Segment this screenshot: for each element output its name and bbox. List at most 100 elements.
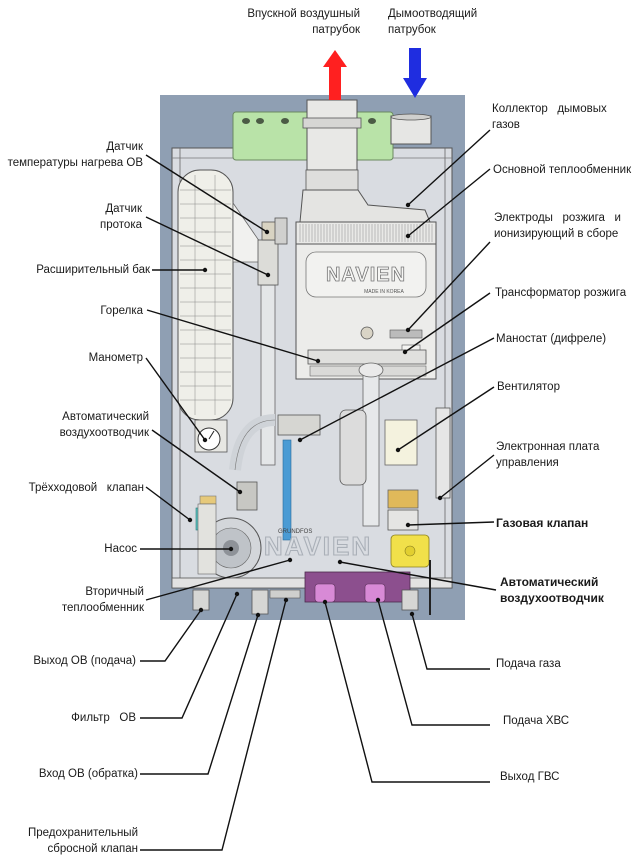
label-line: Впускной воздушный (247, 8, 360, 20)
label-flue-collector: Коллектор дымовых газов (492, 101, 607, 133)
leader-gas-valve-dot (405, 522, 411, 528)
label-line: Дымоотводящий (388, 8, 478, 20)
air-intake-pipe (302, 99, 362, 191)
label-ch-supply: Выход ОВ (подача) (33, 653, 136, 669)
label-hot-water: Выход ГВС (500, 769, 559, 785)
leader-ignition-transformer (404, 292, 491, 353)
leader-ch-filter (140, 593, 238, 719)
leader-air-vent-right-dot (337, 559, 343, 565)
label-line: Выход ГВС (500, 771, 560, 783)
leader-three-way-valve (145, 486, 191, 521)
expansion-tank (177, 169, 234, 421)
label-ch-return: Вход ОВ (обратка) (39, 766, 138, 782)
label-flue-outlet: Дымоотводящий патрубок (388, 6, 477, 38)
label-line: патрубок (388, 24, 436, 36)
leader-control-board-dot (437, 495, 443, 501)
leader-gas-valve (407, 521, 495, 526)
leader-manometer-dot (202, 437, 208, 443)
label-line: Расширительный бак (36, 264, 150, 276)
leader-manostat-dot (297, 437, 303, 443)
leader-burner-dot (315, 358, 321, 364)
brand-logo: NAVIEN (326, 264, 406, 286)
leader-flue-collector-dot (405, 202, 411, 208)
watermark-logo: NAVIEN (264, 531, 372, 561)
label-line: сбросной клапан (47, 843, 138, 855)
water-manifold (304, 571, 411, 603)
label-line: Выход ОВ (подача) (33, 655, 136, 667)
manometer-gauge (194, 419, 228, 453)
brand-subtitle: MADE IN KOREA (364, 289, 404, 295)
air-intake-arrow (323, 50, 347, 100)
leader-ch-supply-dot (198, 607, 204, 613)
leader-electrodes-dot (405, 327, 411, 333)
label-line: Трёхходовой клапан (28, 482, 144, 494)
label-pump: Насос (104, 541, 137, 557)
leader-gas-supply (411, 613, 490, 670)
label-line: Трансформатор розжига (495, 287, 627, 299)
label-flow-sensor: Датчик протока (100, 201, 142, 233)
leader-hot-water-dot (322, 599, 328, 605)
label-line: управления (496, 457, 559, 469)
leader-ch-filter-dot (234, 591, 240, 597)
label-line: Газовая клапан (496, 516, 589, 530)
leader-cold-water (377, 599, 490, 726)
label-air-intake: Впускной воздушный патрубок (228, 6, 360, 38)
leader-ch-return-dot (255, 612, 261, 618)
leader-ch-return (140, 614, 259, 775)
label-electrodes: Электроды розжига и ионизирующий в сборе (494, 210, 621, 242)
leader-flow-sensor (145, 216, 269, 276)
leader-hot-water (324, 601, 490, 783)
label-line: Датчик (106, 141, 143, 153)
label-line: Подача газа (496, 658, 561, 670)
leader-temp-sensor-dot (264, 229, 270, 235)
label-ch-filter: Фильтр ОВ (71, 710, 136, 726)
label-line: Подача ХВС (503, 715, 570, 727)
label-line: газов (492, 119, 520, 131)
label-line: Датчик (105, 203, 142, 215)
label-control-board: Электронная плата управления (496, 439, 599, 471)
label-line: Насос (104, 543, 137, 555)
label-line: Автоматический (500, 575, 599, 589)
label-line: Коллектор дымовых (492, 103, 607, 115)
label-line: Вторичный (85, 586, 144, 598)
label-line: Горелка (100, 305, 143, 317)
label-line: Основной теплообменник (493, 164, 632, 176)
bottom-fittings (192, 589, 419, 615)
label-burner: Горелка (100, 303, 143, 319)
label-line: Вход ОВ (обратка) (38, 768, 138, 780)
combustion-chamber: NAVIEN MADE IN KOREA (295, 243, 437, 380)
leader-expansion-tank-dot (202, 267, 208, 273)
leader-temp-sensor (145, 154, 268, 233)
leader-air-vent-left (151, 429, 241, 493)
label-air-vent-right: Автоматический воздухоотводчик (500, 574, 604, 606)
label-line: Фильтр ОВ (71, 712, 136, 724)
label-line: Автоматический (62, 411, 149, 423)
label-line: теплообменник (61, 602, 144, 614)
leader-flue-collector (407, 129, 491, 206)
control-board (435, 407, 451, 499)
leader-main-hx-dot (405, 233, 411, 239)
leader-ch-supply (140, 609, 202, 662)
leader-ignition-transformer-dot (402, 349, 408, 355)
label-temp-sensor: Датчик температуры нагрева ОВ (8, 139, 143, 171)
leader-gas-supply-dot (409, 611, 415, 617)
label-line: протока (100, 219, 142, 231)
label-manometer: Манометр (89, 350, 143, 366)
main-heat-exchanger (295, 221, 437, 245)
label-line: Электронная плата (496, 441, 600, 453)
leader-secondary-hx-dot (287, 557, 293, 563)
label-air-vent-left: Автоматический воздухоотводчик (60, 409, 149, 441)
leader-three-way-valve-dot (187, 517, 193, 523)
leader-secondary-hx (145, 559, 291, 601)
label-line: Электроды розжига и (494, 212, 621, 224)
label-line: ионизирующий в сборе (494, 228, 619, 240)
label-line: Маностат (дифреле) (496, 333, 607, 345)
label-manostat: Маностат (дифреле) (496, 331, 606, 347)
leader-control-board (439, 454, 495, 499)
label-line: воздухоотводчик (500, 591, 604, 605)
leader-air-vent-left-dot (237, 489, 243, 495)
label-gas-valve: Газовая клапан (496, 515, 588, 531)
leader-fan-dot (395, 447, 401, 453)
leader-manostat (299, 337, 495, 441)
leader-flow-sensor-dot (265, 272, 271, 278)
